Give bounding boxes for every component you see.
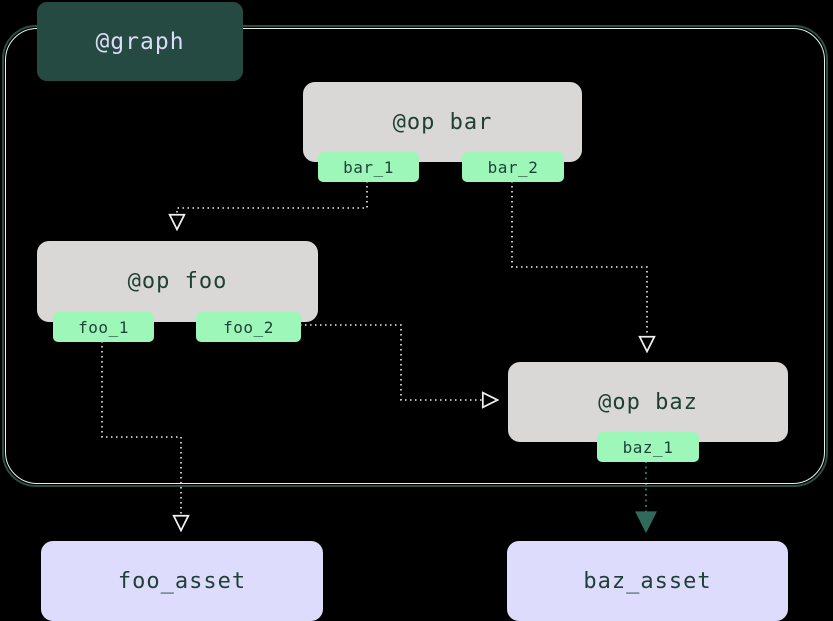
output-port-bar-1[interactable]: bar_1	[318, 152, 419, 182]
asset-node-foo-asset[interactable]: foo_asset	[41, 541, 323, 621]
output-port-bar-1-label: bar_1	[343, 157, 394, 177]
op-node-bar[interactable]: @op bar	[303, 82, 582, 162]
graph-label-badge[interactable]: @graph	[37, 2, 243, 81]
graph-label-text: @graph	[95, 28, 185, 55]
asset-node-baz-asset-label: baz_asset	[583, 568, 712, 594]
output-port-foo-2[interactable]: foo_2	[196, 312, 301, 342]
edge-foo2-to-baz	[300, 324, 496, 400]
output-port-bar-2-label: bar_2	[487, 157, 539, 177]
op-node-baz[interactable]: @op baz	[508, 362, 788, 442]
output-port-foo-2-label: foo_2	[223, 317, 274, 337]
graph-container-border	[2, 25, 828, 487]
graph-container-inner-border	[5, 28, 825, 484]
op-node-foo[interactable]: @op foo	[37, 241, 318, 322]
output-port-bar-2[interactable]: bar_2	[462, 152, 564, 182]
output-port-foo-1-label: foo_1	[78, 317, 129, 337]
output-port-baz-1[interactable]: baz_1	[597, 432, 699, 462]
output-port-foo-1[interactable]: foo_1	[53, 312, 154, 342]
output-port-baz-1-label: baz_1	[622, 437, 674, 457]
op-node-baz-label: @op baz	[598, 389, 698, 415]
op-node-bar-label: @op bar	[392, 109, 493, 135]
op-node-foo-label: @op foo	[127, 269, 228, 294]
asset-node-baz-asset[interactable]: baz_asset	[507, 541, 788, 621]
asset-node-foo-asset-label: foo_asset	[117, 568, 247, 594]
